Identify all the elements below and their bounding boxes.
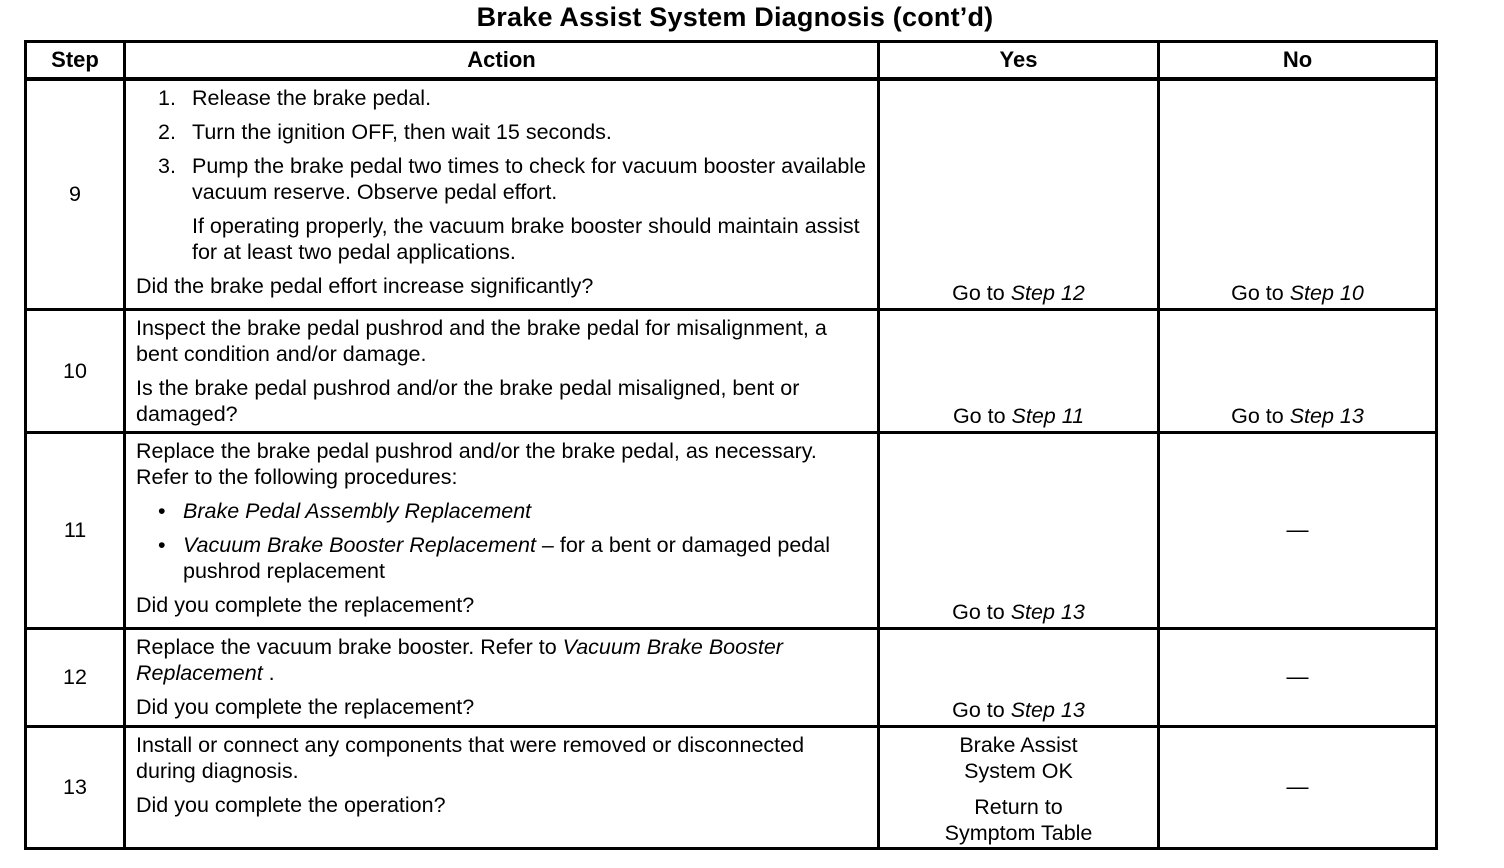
yes-cell: Go to Step 12 xyxy=(877,77,1160,311)
bullet-icon: • xyxy=(158,498,166,523)
yes-cell: Brake Assist System OK Return to Symptom… xyxy=(877,724,1160,850)
question-text: Did the brake pedal effort increase sign… xyxy=(136,274,594,298)
procedure-reference: Brake Pedal Assembly Replacement xyxy=(183,498,532,523)
yes-cell: Go to Step 13 xyxy=(877,626,1160,728)
table-row: 11 Replace the brake pedal pushrod and/o… xyxy=(24,430,1438,630)
instruction-text: Replace the brake pedal pushrod and/or t… xyxy=(136,438,817,489)
question-text: Did you complete the replacement? xyxy=(136,694,475,719)
table-row: 13 Install or connect any components tha… xyxy=(24,724,1438,850)
question-text: Is the brake pedal pushrod and/or the br… xyxy=(136,375,800,426)
step-number: 9 xyxy=(24,77,126,311)
header-action: Action xyxy=(123,40,880,81)
diagnosis-table: Step Action Yes No 9 1. Release the brak… xyxy=(24,40,1438,850)
note-text: If operating properly, the vacuum brake … xyxy=(192,214,860,264)
step-reference: Step 13 xyxy=(1010,697,1085,722)
instruction-text: Inspect the brake pedal pushrod and the … xyxy=(136,315,827,366)
step-reference: Step 10 xyxy=(1289,280,1364,305)
bullet-icon: • xyxy=(158,532,166,557)
list-item: 3. Pump the brake pedal two times to che… xyxy=(158,154,867,204)
no-cell: Go to Step 10 xyxy=(1157,77,1438,311)
question-text: Did you complete the replacement? xyxy=(136,592,475,617)
action-cell: Replace the vacuum brake booster. Refer … xyxy=(123,626,880,728)
page-title: Brake Assist System Diagnosis (cont’d) xyxy=(476,2,994,32)
procedure-reference: Vacuum Brake Booster Replacement xyxy=(136,634,783,685)
list-item: • Vacuum Brake Booster Replacement – for… xyxy=(158,532,830,583)
no-cell: — xyxy=(1157,724,1438,850)
action-cell: Replace the brake pedal pushrod and/or t… xyxy=(123,430,880,630)
action-cell: 1. Release the brake pedal. 2. Turn the … xyxy=(123,77,880,311)
result-link-text: Return to Symptom Table xyxy=(944,794,1093,845)
instruction-text: Install or connect any components that w… xyxy=(136,732,805,783)
no-cell: — xyxy=(1157,626,1438,728)
action-cell: Inspect the brake pedal pushrod and the … xyxy=(123,307,880,434)
yes-cell: Go to Step 11 xyxy=(877,307,1160,434)
step-number: 12 xyxy=(24,626,126,728)
step-number: 13 xyxy=(24,724,126,850)
step-reference: Step 11 xyxy=(1011,403,1085,428)
header-yes: Yes xyxy=(877,40,1160,81)
no-cell: — xyxy=(1157,430,1438,630)
procedure-reference: Vacuum Brake Booster Replacement xyxy=(183,532,536,557)
header-step: Step xyxy=(24,40,126,81)
action-cell: Install or connect any components that w… xyxy=(123,724,880,850)
header-no: No xyxy=(1157,40,1438,81)
no-cell: Go to Step 13 xyxy=(1157,307,1438,434)
step-reference: Step 12 xyxy=(1010,280,1085,305)
result-text: Brake Assist System OK xyxy=(959,732,1078,783)
list-item: • Brake Pedal Assembly Replacement xyxy=(136,498,867,524)
yes-cell: Go to Step 13 xyxy=(877,430,1160,630)
question-text: Did you complete the operation? xyxy=(136,792,446,817)
step-reference: Step 13 xyxy=(1289,403,1364,428)
table-row: 9 1. Release the brake pedal. 2. Turn th… xyxy=(24,77,1438,311)
list-item: 1. Release the brake pedal. xyxy=(158,86,432,110)
step-reference: Step 13 xyxy=(1010,599,1085,624)
table-row: 10 Inspect the brake pedal pushrod and t… xyxy=(24,307,1438,434)
table-header-row: Step Action Yes No xyxy=(24,40,1438,81)
list-item: 2. Turn the ignition OFF, then wait 15 s… xyxy=(158,120,612,144)
table-row: 12 Replace the vacuum brake booster. Ref… xyxy=(24,626,1438,728)
step-number: 10 xyxy=(24,307,126,434)
step-number: 11 xyxy=(24,430,126,630)
instruction-text: Replace the vacuum brake booster. Refer … xyxy=(136,634,783,685)
